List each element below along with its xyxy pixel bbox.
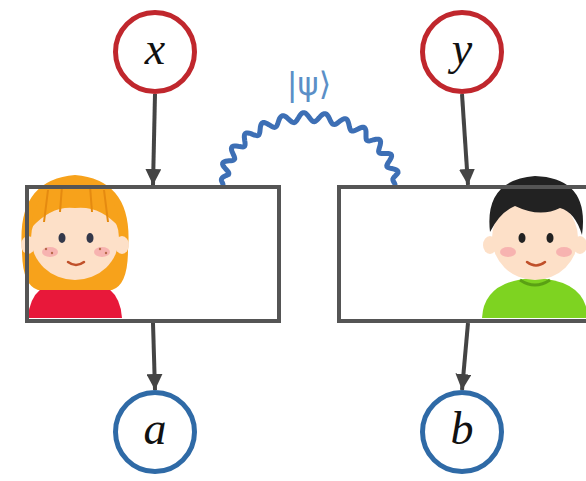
input-circle: y (420, 10, 504, 94)
party-box (25, 185, 281, 323)
girl-figure (21, 175, 129, 318)
variable-label: y (452, 26, 472, 72)
output-circle: a (113, 390, 197, 474)
flow-arrow (462, 323, 468, 390)
party-box (337, 185, 586, 323)
flow-arrow (462, 94, 468, 185)
boy-figure (482, 176, 586, 318)
output-circle: b (420, 390, 504, 474)
entanglement-wave (221, 113, 398, 185)
variable-label: x (145, 26, 165, 72)
state-label: |ψ⟩ (287, 67, 331, 102)
input-circle: x (113, 10, 197, 94)
variable-label: b (451, 406, 474, 452)
flow-arrow (153, 323, 155, 390)
variable-label: a (144, 406, 167, 452)
flow-arrow (153, 94, 155, 185)
